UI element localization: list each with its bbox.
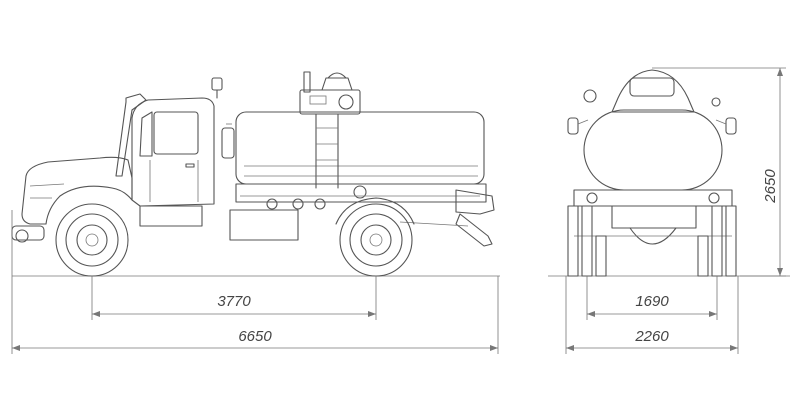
battery-box	[229, 209, 299, 241]
rear-pump-assembly	[611, 205, 697, 229]
tail-light	[708, 192, 720, 204]
rear-tire	[725, 205, 737, 277]
extinguisher	[221, 127, 235, 159]
track-width-dimension: 1690	[586, 276, 718, 320]
side-view: 3770 6650	[11, 71, 500, 354]
rear-tire	[711, 205, 723, 277]
right-lamp	[711, 97, 721, 107]
overall-width-label: 2260	[634, 328, 669, 345]
mirror-arm	[715, 119, 727, 125]
rear-frame-bar	[573, 189, 733, 207]
tow-hook	[15, 229, 29, 243]
snorkel	[115, 93, 147, 177]
wheelbase-label: 3770	[217, 293, 251, 310]
rear-tire	[595, 235, 607, 277]
hood	[21, 156, 133, 225]
rear-manhole	[629, 77, 675, 97]
overall-height-dimension: 2650	[652, 67, 786, 277]
beacon-light	[211, 77, 223, 91]
rear-tire	[697, 235, 709, 277]
cab-step	[139, 205, 203, 227]
tank	[235, 111, 485, 185]
valve	[353, 185, 367, 199]
manhole-cap	[327, 72, 347, 79]
vent-pipe	[303, 71, 311, 93]
rear-tire	[581, 205, 593, 277]
overall-height-label: 2650	[762, 169, 779, 204]
overall-width-dimension: 2260	[565, 276, 739, 354]
left-lamp	[583, 89, 597, 103]
hood-detail	[29, 183, 65, 187]
track-width-label: 1690	[635, 293, 669, 310]
rear-wheel	[339, 203, 413, 277]
chassis-frame	[235, 183, 487, 203]
manhole	[321, 77, 353, 91]
mirror-arm	[577, 119, 589, 125]
overall-length-dimension: 6650	[11, 210, 499, 354]
rear-boom	[455, 213, 493, 247]
cab-window	[153, 111, 199, 155]
gauge	[338, 94, 354, 110]
rear-fender	[335, 197, 415, 225]
rear-pump	[455, 189, 495, 215]
left-mirror	[567, 117, 579, 135]
quarter-window	[139, 111, 153, 157]
rear-dome	[611, 69, 695, 113]
door-handle	[185, 163, 195, 168]
valve	[266, 198, 278, 210]
valve	[292, 198, 304, 210]
control-panel	[309, 95, 327, 105]
rear-tire	[567, 205, 579, 277]
valve	[314, 198, 326, 210]
wheelbase-dimension: 3770	[91, 276, 377, 320]
cab	[131, 97, 215, 207]
rear-view: 1690 2260 2650	[548, 67, 790, 354]
front-wheel	[55, 203, 129, 277]
rear-tank	[583, 109, 723, 191]
rear-axle-housing	[629, 227, 677, 245]
rear-frame	[399, 221, 469, 227]
overall-length-label: 6650	[238, 328, 272, 345]
control-box	[299, 89, 361, 115]
right-mirror	[725, 117, 737, 135]
tail-light	[586, 192, 598, 204]
